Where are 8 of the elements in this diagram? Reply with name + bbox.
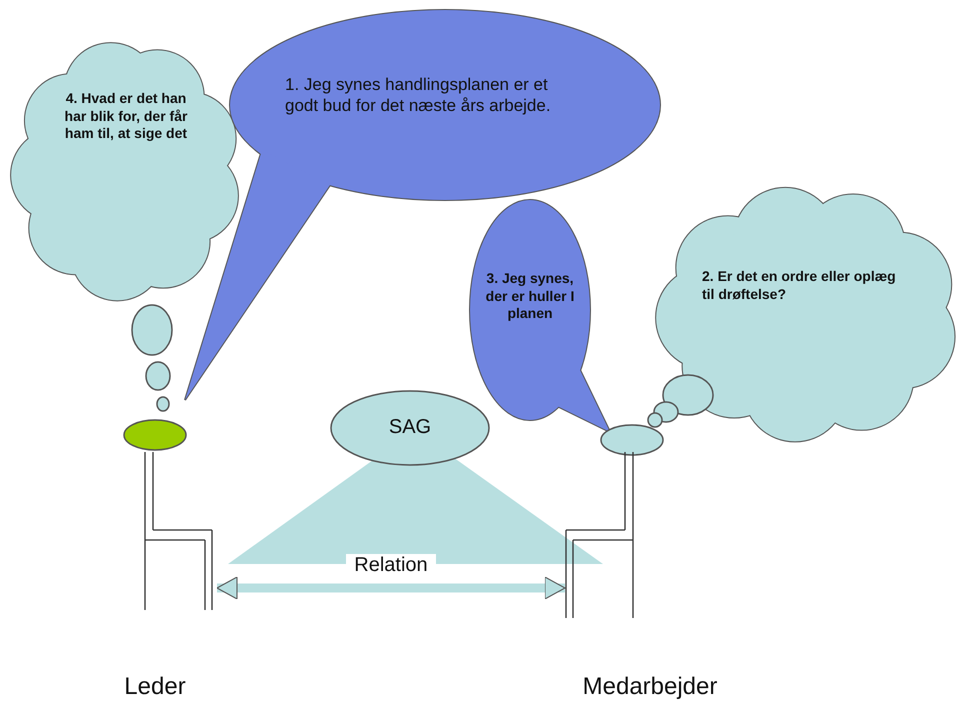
topic-label: SAG (388, 415, 432, 440)
person-label: Leder (123, 673, 187, 701)
cloud-text: 2. Er det en ordre eller oplæg til drøftelse? (702, 268, 897, 303)
double-arrow (216, 576, 566, 600)
person-label: Medarbejder (582, 673, 718, 701)
bubble-text: 3. Jeg synes, der er huller I planen (484, 270, 576, 322)
bubble-text: 1. Jeg synes handlingsplanen er et godt bud for det næste års arbejde. (285, 74, 552, 116)
cloud-text: 4. Hvad er det han har blik for, der får ham til, at sige det (64, 90, 188, 142)
